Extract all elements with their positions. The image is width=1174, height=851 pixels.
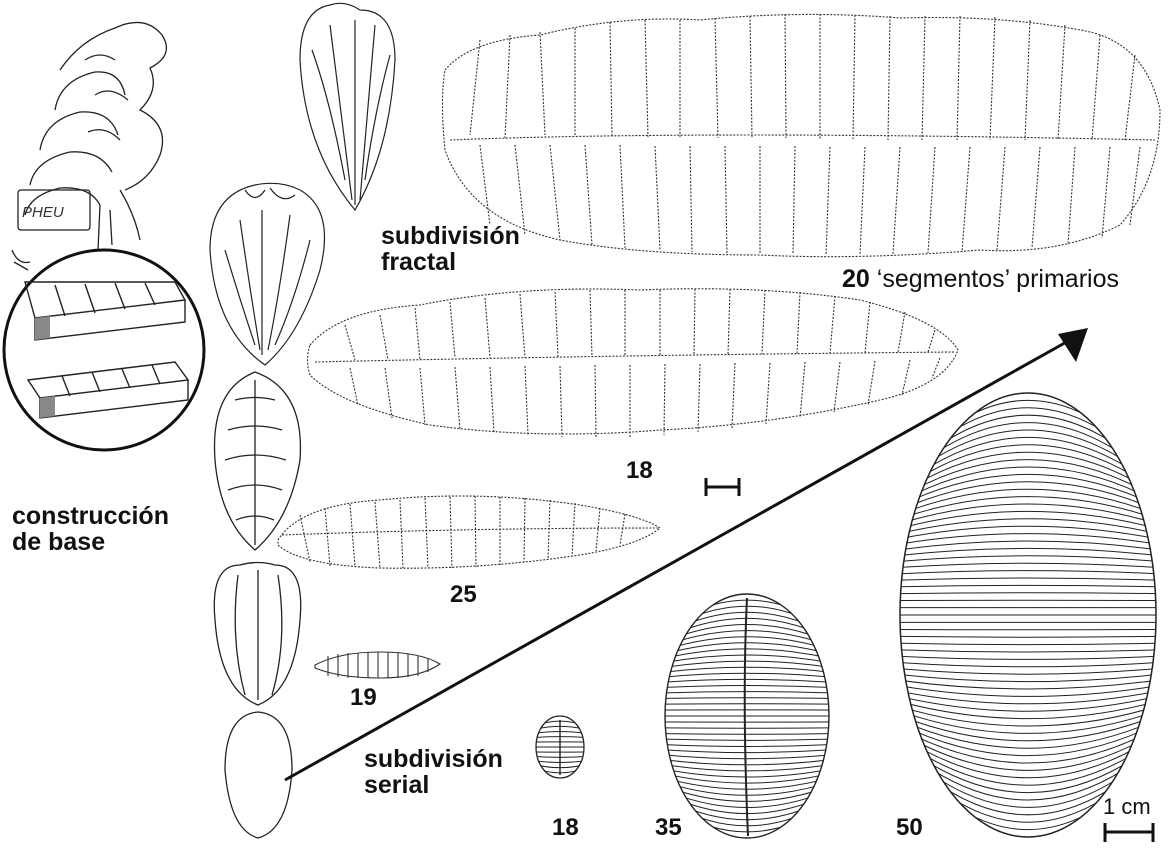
label-serial-subdivision: subdivisión serial — [364, 746, 503, 799]
leaf-fractal-top — [300, 3, 395, 210]
scale-bar-mid — [705, 478, 740, 496]
count-small-worm: 19 — [350, 685, 377, 710]
count-small-oval: 18 — [552, 815, 579, 840]
count-long-thin: 25 — [450, 582, 477, 607]
label-fractal-line1: subdivisión — [381, 223, 520, 249]
label-segments: 20 ‘segmentos’ primarios — [842, 266, 1119, 292]
label-fractal-subdivision: subdivisión fractal — [381, 223, 520, 276]
count-mid-oval: 35 — [655, 815, 682, 840]
label-serial-line1: subdivisión — [364, 746, 503, 772]
count-fractal-mid: 18 — [626, 458, 653, 483]
label-segments-number: 20 — [842, 265, 870, 293]
label-segments-text: ‘segmentos’ primarios — [877, 265, 1119, 293]
count-large-oval: 50 — [896, 815, 923, 840]
scale-bar-cm — [1104, 823, 1154, 842]
specimen-small-19 — [315, 652, 440, 678]
inset-label: PHEU — [22, 204, 64, 221]
scale-label-cm: 1 cm — [1103, 795, 1151, 818]
specimen-small-oval-18 — [536, 716, 584, 778]
label-fractal-line2: fractal — [381, 249, 520, 275]
sketch-vertebra-stack — [12, 22, 166, 270]
specimen-mid-oval-35 — [665, 594, 829, 838]
specimen-large-oval-50 — [900, 393, 1156, 837]
label-base-line1: construcción — [12, 503, 169, 529]
label-serial-line2: serial — [364, 772, 503, 798]
specimen-long-25 — [278, 496, 660, 568]
specimen-fractal-18 — [308, 289, 959, 438]
inset-circle — [4, 250, 204, 450]
label-base-construction: construcción de base — [12, 503, 169, 556]
leaf-segmented — [215, 372, 301, 550]
label-base-line2: de base — [12, 529, 169, 555]
leaf-fractal-mid — [210, 183, 325, 365]
leaf-simple — [225, 712, 292, 838]
leaf-bilobed — [214, 563, 300, 706]
specimen-large-fractal — [443, 14, 1161, 257]
